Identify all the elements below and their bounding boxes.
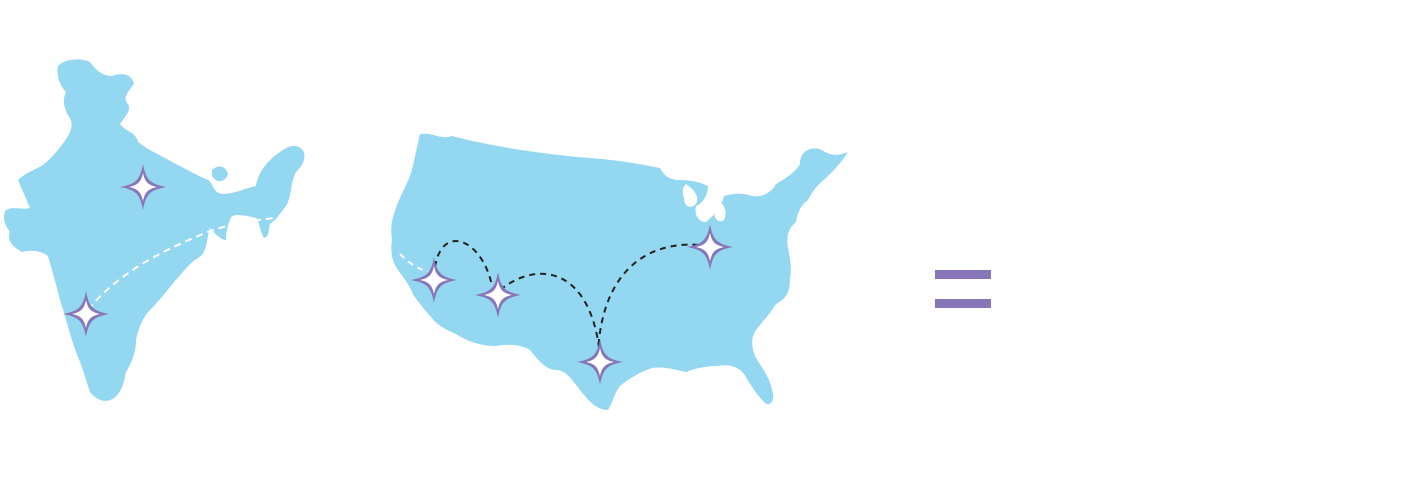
india-east-detail [212,166,228,182]
usa-map [391,133,848,410]
usa-route-arc-1 [433,240,493,287]
great-lakes [682,184,698,207]
usa-route-arc-3 [597,243,711,357]
great-lakes-east [714,200,726,222]
equals-bar-bottom [935,299,991,308]
equals-icon [935,270,991,308]
india-landmass [3,59,305,401]
usa-landmass [391,133,848,410]
usa-route-west-stub [399,253,429,273]
india-route-line [87,217,277,311]
usa-route-arc-2 [499,272,601,357]
equals-bar-top [935,270,991,279]
india-map [3,59,305,401]
